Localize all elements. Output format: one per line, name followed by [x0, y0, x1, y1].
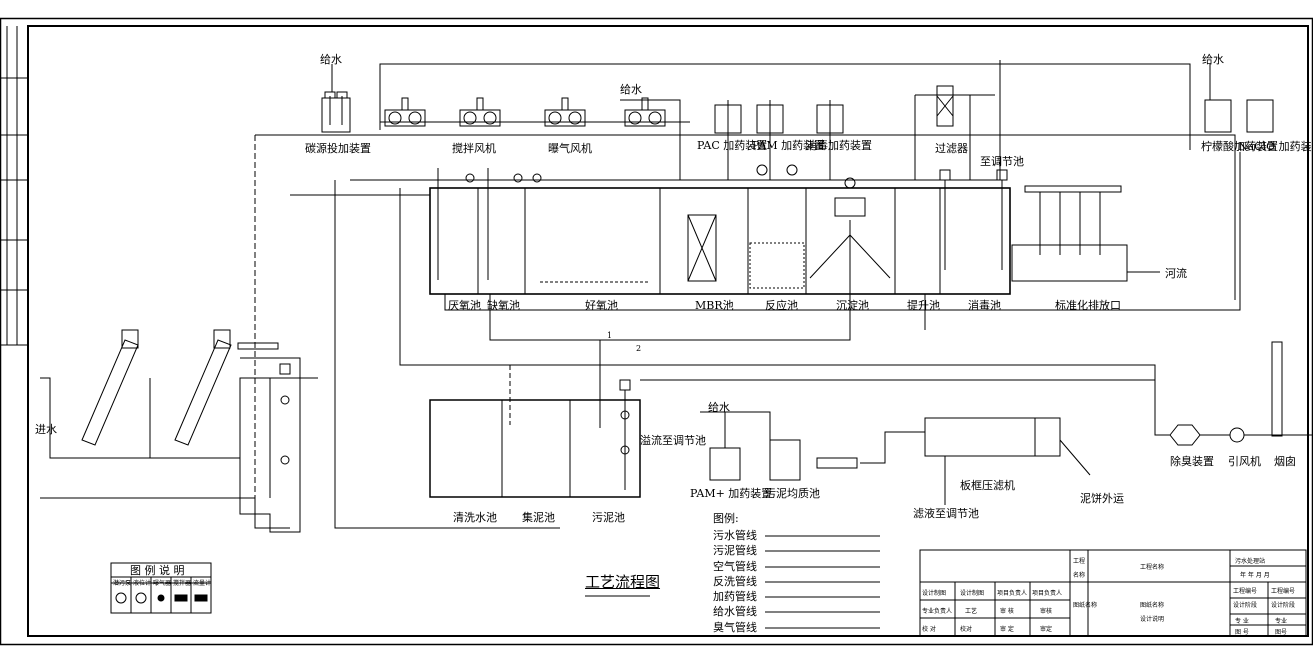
- tb-date: 年 年 月 月: [1240, 572, 1270, 579]
- water-supply-label-4: 给水: [708, 401, 730, 414]
- symbol-legend-item: 液位计: [133, 580, 152, 587]
- disinfection-tank-label: 消毒池: [968, 299, 1001, 312]
- plate-press-label: 板框压滤机: [960, 479, 1015, 492]
- tb-cell: 审核: [1040, 608, 1053, 615]
- symbol-legend-item: 潜污泵: [113, 580, 132, 587]
- cake-out-label: 泥饼外运: [1080, 492, 1124, 505]
- river-label: 河流: [1165, 267, 1187, 280]
- lift-tank-label: 提升池: [907, 299, 940, 312]
- mbr-tank-label: MBR池: [695, 299, 734, 312]
- line-number-1: 1: [607, 331, 613, 340]
- tb-cell: 设计制图: [960, 590, 985, 597]
- mixer-blower-label: 搅拌风机: [452, 142, 496, 155]
- tb-right-cell: 专业: [1275, 618, 1288, 625]
- main-tanks: [429, 164, 1160, 295]
- reaction-tank-label: 反应池: [765, 299, 798, 312]
- symbol-legend-item: 曝气器: [153, 580, 172, 587]
- legend-item: 污泥管线: [713, 544, 757, 557]
- blower-row: [380, 97, 690, 127]
- legend-item: 空气管线: [713, 560, 757, 573]
- tb-right-cell: 图号: [1275, 629, 1288, 636]
- aerobic-tank-label: 好氧池: [585, 299, 618, 312]
- symbol-legend-item: 流量计: [193, 580, 212, 587]
- tb-cell: 校对: [960, 626, 973, 633]
- to-adjust-top-label: 至调节池: [980, 155, 1024, 168]
- sludge-collect-tank-label: 集泥池: [522, 511, 555, 524]
- legend-item: 加药管线: [713, 590, 757, 603]
- line-legend-heading: 图例:: [713, 512, 739, 525]
- symbol-legend-item: 搅拌器: [173, 580, 192, 587]
- line-legend: [765, 535, 880, 629]
- water-supply-label-1: 给水: [320, 53, 342, 66]
- tb-right-cell: 工程编号: [1233, 588, 1258, 595]
- tb-cell: 项目负责人: [1032, 590, 1063, 597]
- chimney-label: 烟囱: [1274, 455, 1296, 468]
- filter-label: 过滤器: [935, 142, 968, 155]
- outfall-label: 标准化排放口: [1055, 299, 1121, 312]
- symbol-legend-heading: 图 例 说 明: [130, 564, 185, 577]
- sludge-tank-label: 污泥池: [592, 511, 625, 524]
- tb-project: 工程名称: [1140, 564, 1165, 571]
- exhaust-fan-label: 引风机: [1228, 455, 1261, 468]
- legend-item: 给水管线: [713, 605, 757, 618]
- inner-frame: [27, 25, 1309, 637]
- tb-cell: 审 定: [1000, 626, 1014, 633]
- tb-right-cell: 设计阶段: [1271, 602, 1296, 609]
- inlet-tanks: [40, 329, 318, 533]
- citric-dosing-label: 柠檬酸加药装置: [1201, 140, 1278, 153]
- overflow-label: 溢流至调节池: [640, 434, 706, 447]
- filter-unit: [914, 85, 995, 180]
- tb-cell: 工艺: [965, 608, 978, 615]
- symbol-legend-box: [110, 562, 212, 614]
- clean-water-tank-label: 清洗水池: [453, 511, 497, 524]
- pam-dosing-top-label: PAM 加药装置: [752, 139, 826, 152]
- line-number-2: 2: [636, 344, 642, 353]
- title-block-grid: [919, 549, 1307, 637]
- water-supply-label-3: 给水: [1202, 53, 1224, 66]
- sludge-homog-label: 污泥均质池: [765, 487, 820, 500]
- anoxic-tank-label: 缺氧池: [487, 299, 520, 312]
- tb-station: 污水处理站: [1235, 558, 1266, 565]
- sludge-dewatering: [700, 411, 1091, 505]
- inlet-label: 进水: [35, 423, 57, 436]
- tb-cell: 项目负责人: [997, 590, 1028, 597]
- legend-item: 污水管线: [713, 529, 757, 542]
- disinfect-dosing-label: 消毒加药装置: [806, 139, 872, 152]
- naclo-dosing-label: NaClO 加药装置: [1238, 140, 1313, 153]
- tb-cell: 校 对: [922, 626, 936, 633]
- tb-col: 工程: [1073, 558, 1086, 565]
- pam-dosing-bottom-label: PAM+ 加药装置: [690, 487, 773, 500]
- tb-name: 名称: [1073, 572, 1086, 579]
- carbon-dosing-label: 碳源投加装置: [305, 142, 371, 155]
- tb-fig: 图纸名称: [1073, 602, 1098, 609]
- tb-right-cell: 工程编号: [1271, 588, 1296, 595]
- tb-cell: 设计制图: [922, 590, 947, 597]
- sludge-tanks: [429, 379, 1155, 498]
- deodorization: [1169, 341, 1313, 446]
- settling-tank-label: 沉淀池: [836, 299, 869, 312]
- tb-right-cell: 图 号: [1235, 629, 1249, 636]
- top-dosing-tanks: [714, 64, 1274, 180]
- tb-cell: 审定: [1040, 626, 1053, 633]
- water-supply-label-2: 给水: [620, 83, 642, 96]
- top-pipes: [254, 60, 1236, 529]
- filtrate-label: 滤液至调节池: [913, 507, 979, 520]
- tb-right-cell: 专 业: [1235, 618, 1249, 625]
- drawing-title: 工艺流程图: [585, 573, 661, 591]
- tb-right-cell: 设计阶段: [1233, 602, 1258, 609]
- tb-drawing-content: 设计说明: [1140, 616, 1165, 623]
- pac-dosing-label: PAC 加药装置: [697, 139, 768, 152]
- legend-item: 臭气管线: [713, 621, 757, 634]
- deodorizer-label: 除臭装置: [1170, 455, 1214, 468]
- aeration-blower-label: 曝气风机: [548, 142, 592, 155]
- tb-cell: 审 核: [1000, 608, 1014, 615]
- carbon-dosing-unit: [321, 64, 351, 133]
- tb-drawing-name: 图纸名称: [1140, 602, 1165, 609]
- return-pipes: [399, 152, 1241, 436]
- legend-item: 反洗管线: [713, 575, 757, 588]
- tb-cell: 专业负责人: [922, 608, 953, 615]
- anaerobic-tank-label: 厌氧池: [448, 299, 481, 312]
